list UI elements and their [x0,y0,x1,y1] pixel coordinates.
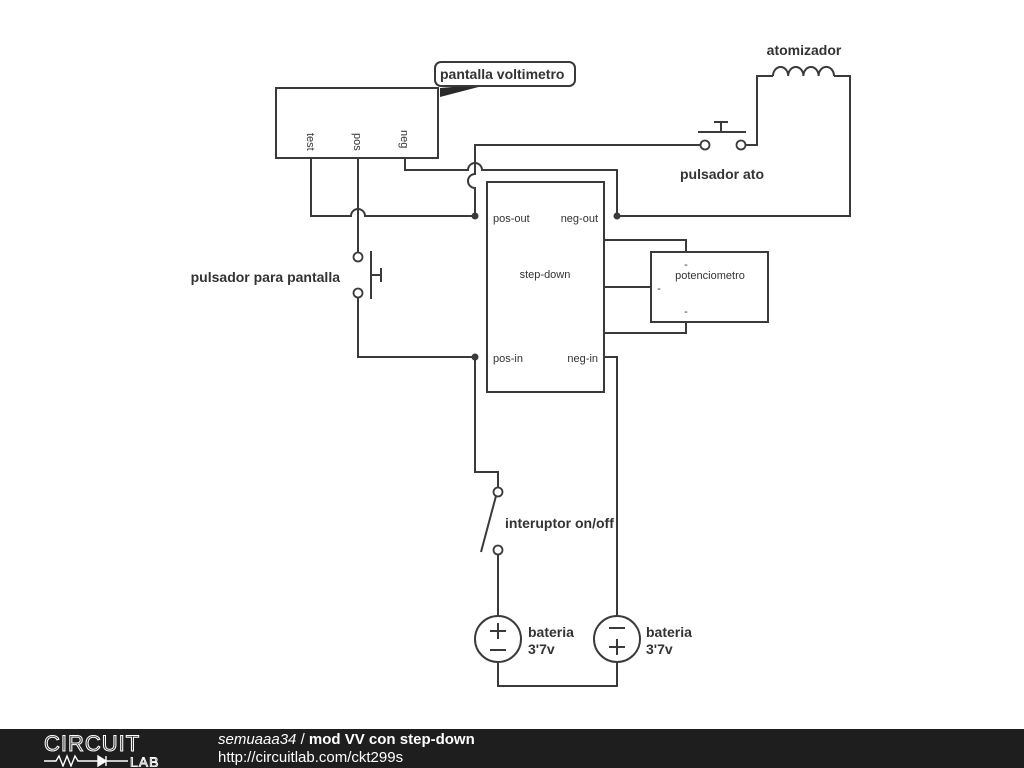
battery-2-label-line2: 3'7v [646,641,673,657]
wire-pot-bottom [594,321,687,334]
battery-1-plus-icon [490,623,506,639]
display-label: pantalla voltimetro [440,66,564,82]
atomizer-coil-icon [772,65,835,77]
power-switch-label: interuptor on/off [505,515,614,531]
wire-battery-series [497,662,618,687]
circuitlab-logo[interactable]: CIRCUIT LAB [40,731,180,767]
display-button-label: pulsador para pantalla [191,269,341,285]
junction-pos-in [471,353,479,361]
power-switch-terminal-bottom [492,544,504,556]
power-switch-component[interactable]: interuptor on/off [480,486,614,556]
potentiometer-pin-bottom: - [684,306,688,318]
footer-circuit-title[interactable]: mod VV con step-down [308,731,475,748]
atomizer-label: atomizador [767,42,842,58]
battery-2-plus-icon [609,639,625,655]
wire-pot-top [594,239,687,252]
step-down-component[interactable]: pos-out neg-out step-down pos-in neg-in [486,181,605,393]
potentiometer-component[interactable]: - - - potenciometro [650,251,769,323]
display-callout-box [434,61,576,87]
potentiometer-body [650,251,769,323]
circuit-schematic: test pos neg pantalla voltimetro pos-out… [191,42,851,687]
step-down-pin-neg-in: neg-in [567,353,598,365]
wire-button-to-pos-in [357,298,475,358]
display-button-component[interactable]: pulsador para pantalla [191,251,382,299]
atomizer-button-label: pulsador ato [680,166,764,182]
logo-diode-icon [97,754,128,767]
potentiometer-pin-left: - [657,283,661,295]
atomizer-component[interactable]: atomizador [767,42,842,77]
display-pin-pos: pos [351,133,363,151]
wire-neg-in-to-battery2 [605,356,618,616]
wire-display-neg-to-neg-out [404,157,618,216]
battery-2-component[interactable]: bateria 3'7v [593,615,692,663]
footer-url-link[interactable]: http://circuitlab.com/ckt299s [218,749,404,766]
junction-neg-out [613,212,621,220]
step-down-pin-pos-out: pos-out [493,213,530,225]
battery-1-label-line1: bateria [528,624,574,640]
junction-pos-out [471,212,479,220]
battery-1-label-line2: 3'7v [528,641,555,657]
atomizer-button-terminal-right [735,139,747,151]
display-body [275,87,439,159]
atomizer-button-component[interactable]: pulsador ato [680,121,764,182]
power-switch-lever-icon [480,495,497,553]
power-switch-terminal-top [492,486,504,498]
atomizer-button-terminal-left [699,139,711,151]
potentiometer-pin-top: - [684,259,688,271]
footer-bar: CIRCUIT LAB semuaaa34 / mod VV con step-… [0,729,1024,768]
footer-author-link[interactable]: semuaaa34 [218,731,297,748]
wire-pos-in-to-switch [474,357,499,487]
logo-text-lab: LAB [130,754,159,767]
battery-2-label-line1: bateria [646,624,692,640]
wire-atomizer-to-button [741,75,773,146]
step-down-pin-neg-out: neg-out [561,213,598,225]
footer-separator: / [296,731,309,748]
potentiometer-label: potenciometro [675,270,745,282]
atomizer-button-actuator-icon [698,121,746,133]
display-pin-neg: neg [398,130,410,148]
step-down-body [486,181,605,393]
display-pin-test: test [304,133,316,151]
display-component[interactable]: test pos neg pantalla voltimetro [275,61,576,159]
logo-resistor-icon [44,754,98,767]
display-button-terminal-bottom [352,287,364,299]
battery-1-component[interactable]: bateria 3'7v [474,615,574,663]
wire-neg-out-to-atomizer [617,75,851,217]
step-down-label: step-down [520,269,571,281]
display-button-terminal-top [352,251,364,263]
footer-circuit-info: semuaaa34 / mod VV con step-down [218,731,475,748]
step-down-pin-pos-in: pos-in [493,353,523,365]
display-button-actuator-icon [370,251,382,299]
logo-text-circuit: CIRCUIT [44,731,140,756]
display-callout-pointer [440,84,490,97]
